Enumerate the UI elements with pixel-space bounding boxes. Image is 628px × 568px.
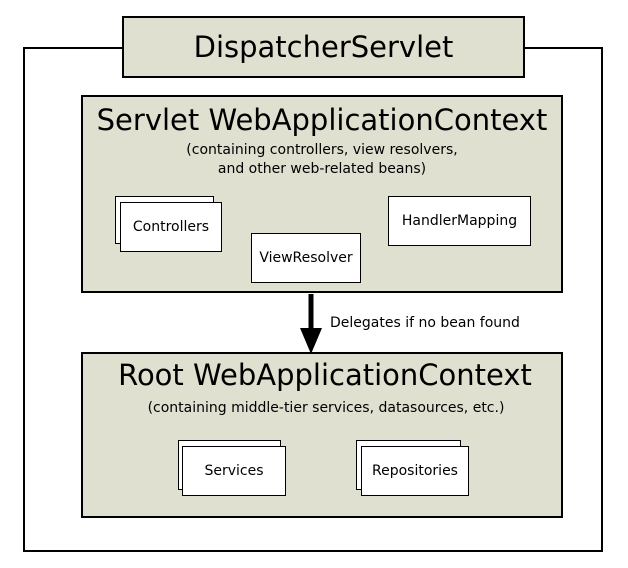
- servlet-web-application-context: Servlet WebApplicationContext (containin…: [81, 95, 563, 293]
- handler-mapping-label: HandlerMapping: [401, 213, 518, 229]
- dispatcher-servlet-title: DispatcherServlet: [122, 16, 525, 78]
- servlet-context-subtitle-line2: and other web-related beans): [217, 161, 427, 177]
- handler-mapping-bean: HandlerMapping: [388, 196, 531, 246]
- delegation-arrow-label: Delegates if no bean found: [330, 315, 520, 331]
- services-label: Services: [204, 463, 264, 479]
- repositories-bean: Repositories: [361, 446, 469, 496]
- services-bean: Services: [182, 446, 286, 496]
- servlet-context-title: Servlet WebApplicationContext: [96, 103, 548, 137]
- dispatcher-servlet-label: DispatcherServlet: [193, 30, 454, 64]
- root-context-title: Root WebApplicationContext: [118, 358, 532, 392]
- servlet-context-subtitle-line1: (containing controllers, view resolvers,: [186, 142, 458, 158]
- controllers-bean: Controllers: [120, 202, 222, 252]
- view-resolver-bean: ViewResolver: [251, 233, 361, 283]
- delegation-arrow-head: [300, 328, 322, 354]
- root-web-application-context: Root WebApplicationContext (containing m…: [81, 352, 563, 518]
- servlet-context-subtitle: (containing controllers, view resolvers,…: [83, 141, 561, 179]
- view-resolver-label: ViewResolver: [259, 250, 353, 266]
- root-context-subtitle: (containing middle-tier services, dataso…: [147, 400, 505, 416]
- repositories-label: Repositories: [372, 463, 458, 479]
- controllers-label: Controllers: [132, 219, 210, 235]
